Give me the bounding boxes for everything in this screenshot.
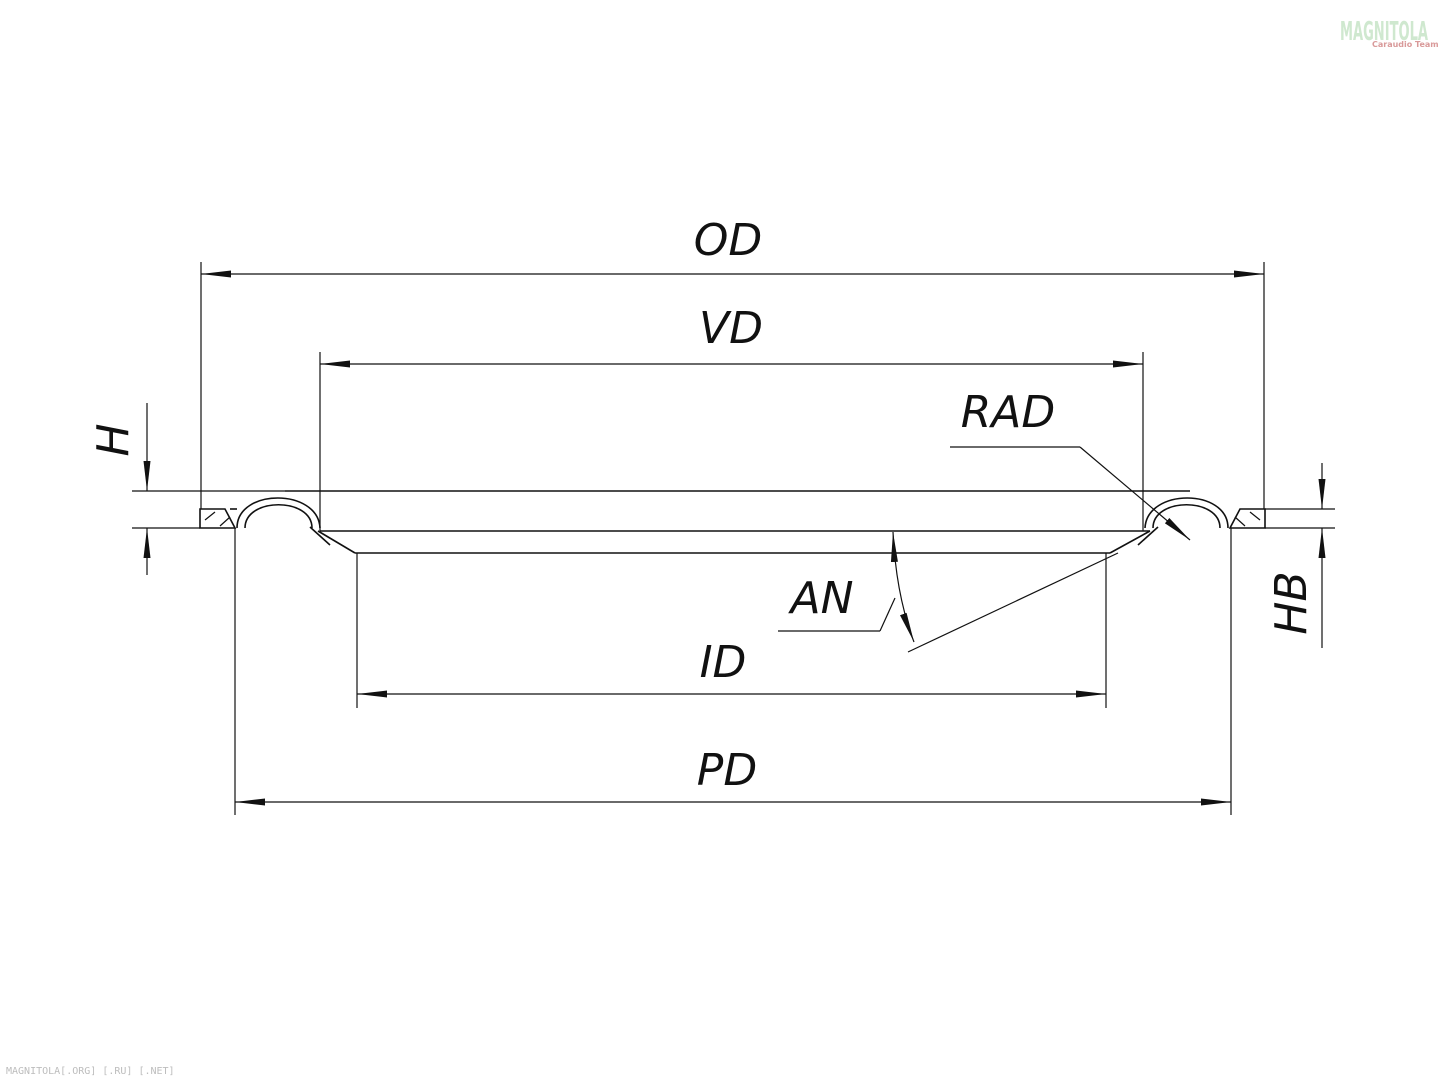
od-label: OD (694, 215, 763, 266)
pd-label: PD (697, 745, 757, 796)
vd-dimension (319, 352, 1144, 531)
vd-label: VD (699, 303, 763, 354)
h-label: H (88, 423, 139, 456)
od-dimension (200, 262, 1265, 509)
h-dimension (132, 403, 285, 575)
an-angle (778, 531, 1119, 653)
hb-dimension (1265, 463, 1335, 648)
an-label: AN (787, 573, 853, 624)
watermark-footer: MAGNITOLA[.ORG] [.RU] [.NET] (6, 1066, 175, 1077)
surround-profile (199, 490, 1266, 554)
watermark-logo: MAGNITOLA (1340, 17, 1428, 47)
id-label: ID (700, 637, 747, 688)
id-dimension (356, 553, 1107, 708)
pd-dimension (234, 528, 1232, 815)
watermark-subtitle: Caraudio Team (1372, 40, 1439, 49)
rad-leader (950, 446, 1191, 541)
hb-label: HB (1266, 571, 1317, 634)
rad-label: RAD (961, 387, 1056, 438)
